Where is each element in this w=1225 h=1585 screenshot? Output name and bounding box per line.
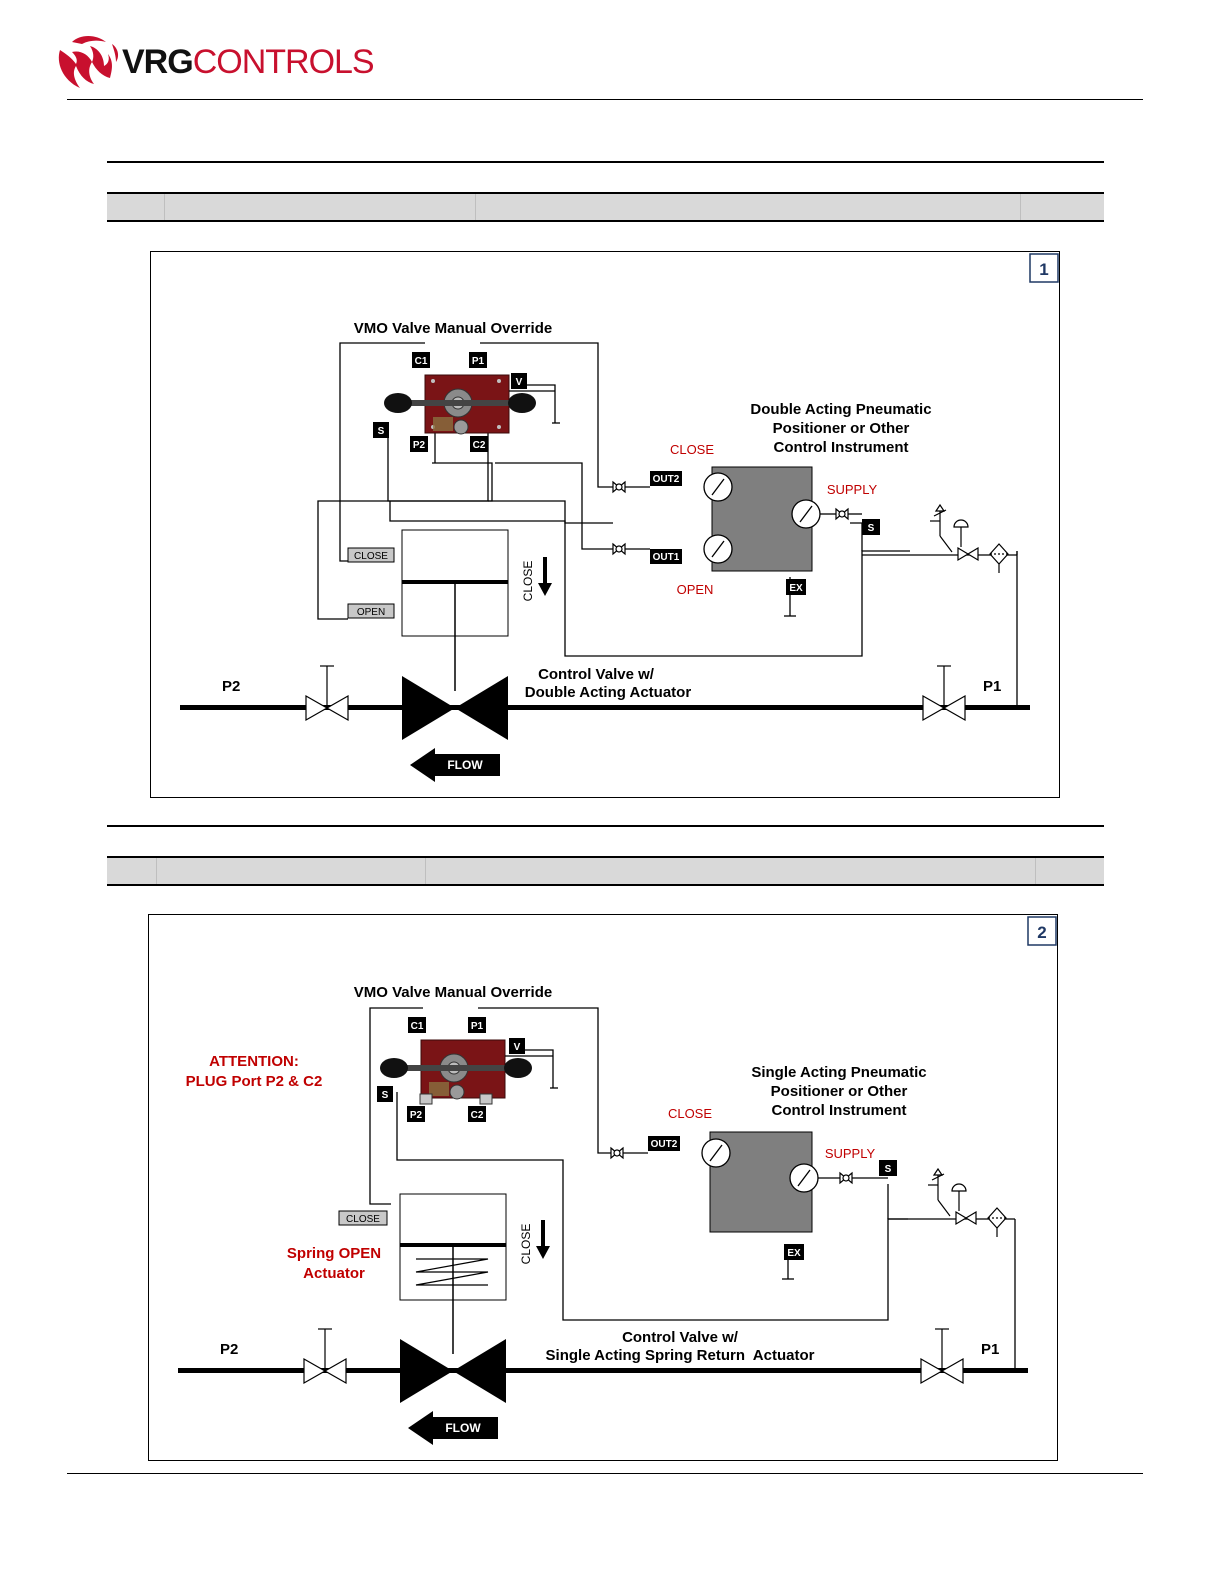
- diagram-2-close-arrow-icon: [536, 1220, 550, 1259]
- diagram-2-p1-label: P1: [981, 1341, 999, 1358]
- diagram-1-instrument-title-line1: Double Acting Pneumatic: [750, 401, 931, 418]
- diagram-1-out2-tag: OUT2: [653, 474, 680, 485]
- diagram-2-port-p1: P1: [471, 1021, 484, 1032]
- diagram-2-close-label: CLOSE: [668, 1106, 712, 1121]
- diagram-1-close-label: CLOSE: [670, 442, 714, 457]
- diagram-1-p1-label: P1: [983, 678, 1001, 695]
- diagram-1-open-label: OPEN: [677, 582, 714, 597]
- diagram-1-hand-valves-icon: [305, 665, 966, 722]
- diagram-1-port-v: V: [516, 377, 523, 388]
- diagram-1-double-acting: 1 VMO Valve Manual Override: [150, 251, 1060, 798]
- diagram-2-supply-label: SUPPLY: [825, 1146, 876, 1161]
- section2-header-bar: [107, 856, 1104, 886]
- diagram-2-number: 2: [1037, 923, 1046, 942]
- diagram-2-port-s: S: [382, 1090, 389, 1101]
- diagram-1-instrument-title-line3: Control Instrument: [774, 439, 909, 456]
- diagram-1-ex-tag: EX: [789, 583, 803, 594]
- diagram-2-port-p2: P2: [410, 1110, 423, 1121]
- diagram-1-supply-label: SUPPLY: [827, 482, 878, 497]
- diagram-1-valve-title-line1: Control Valve w/: [538, 666, 655, 683]
- diagram-1-flow-label: FLOW: [447, 758, 483, 772]
- diagram-1-s-tag: S: [868, 523, 875, 534]
- diagram-2-spring-icon: [415, 1258, 489, 1286]
- diagram-1-close-arrow-icon: [538, 557, 552, 596]
- diagram-1-valve-title-line2: Double Acting Actuator: [525, 684, 692, 701]
- diagram-1-p2-label: P2: [222, 678, 240, 695]
- diagram-2-port-v: V: [514, 1042, 521, 1053]
- diagram-1-flow-arrow-icon: FLOW: [410, 748, 500, 782]
- vmo-override-device-icon-2: [380, 1039, 532, 1105]
- diagram-1-port-c2: C2: [473, 440, 486, 451]
- section1-header-bar: [107, 192, 1104, 222]
- diagram-2-p2-label: P2: [220, 1341, 238, 1358]
- diagram-2-hand-valves-icon: [303, 1328, 964, 1385]
- diagram-1-port-s: S: [378, 426, 385, 437]
- diagram-2-flow-arrow-icon: FLOW: [408, 1411, 498, 1445]
- diagram-2-single-acting: 2 VMO Valve Manual Override ATTENTION: P…: [148, 914, 1058, 1461]
- diagram-2-valve-title-line2: Single Acting Spring Return Actuator: [546, 1347, 815, 1364]
- logo-text-light: CONTROLS: [192, 43, 375, 81]
- diagram-2-spring-line2: Actuator: [303, 1265, 365, 1282]
- diagram-2-actuator-close-tag: CLOSE: [346, 1214, 380, 1225]
- diagram-2-valve-title-line1: Control Valve w/: [622, 1329, 739, 1346]
- diagram-2-port-c1: C1: [411, 1021, 424, 1032]
- company-logo-text: VRGCONTROLS: [122, 43, 375, 82]
- diagram-2-out2-tag: OUT2: [651, 1139, 678, 1150]
- diagram-1-direction-label: CLOSE: [521, 561, 535, 602]
- diagram-1-out1-tag: OUT1: [653, 552, 680, 563]
- diagram-2-control-valve-icon: [400, 1339, 506, 1403]
- diagram-2-direction-label: CLOSE: [519, 1224, 533, 1265]
- diagram-2-isolation-valves-icon: [610, 1146, 853, 1185]
- diagram-2-spring-line1: Spring OPEN: [287, 1245, 381, 1262]
- diagram-2-instrument-title-line1: Single Acting Pneumatic: [751, 1064, 926, 1081]
- diagram-1-control-valve-icon: [402, 676, 508, 740]
- section2-top-rule: [107, 825, 1104, 827]
- diagram-1-isolation-valves-icon: [612, 480, 849, 556]
- diagram-2-ex-tag: EX: [787, 1248, 801, 1259]
- diagram-1-instrument-title-line2: Positioner or Other: [773, 420, 910, 437]
- diagram-1-port-p1: P1: [472, 356, 485, 367]
- diagram-1-actuator-open-tag: OPEN: [357, 607, 385, 618]
- diagram-2-instrument-title-line2: Positioner or Other: [771, 1083, 908, 1100]
- section1-top-rule: [107, 161, 1104, 163]
- header-rule: [67, 99, 1143, 100]
- diagram-2-attention-line1: ATTENTION:: [209, 1053, 299, 1070]
- diagram-2-vmo-title: VMO Valve Manual Override: [354, 984, 552, 1001]
- diagram-1-vmo-title: VMO Valve Manual Override: [354, 320, 552, 337]
- diagram-2-port-c2: C2: [471, 1110, 484, 1121]
- diagram-1-port-c1: C1: [415, 356, 428, 367]
- diagram-1-regulator-filter-icon: [862, 503, 1018, 573]
- diagram-2-attention-line2: PLUG Port P2 & C2: [186, 1073, 323, 1090]
- footer-rule: [67, 1473, 1143, 1474]
- diagram-2-s-tag: S: [885, 1164, 892, 1175]
- vrg-logo-phoenix-icon: [58, 36, 119, 88]
- diagram-2-regulator-filter-icon: [888, 1167, 1015, 1237]
- logo-text-bold: VRG: [122, 43, 194, 81]
- diagram-2-instrument-title-line3: Control Instrument: [772, 1102, 907, 1119]
- diagram-1-actuator-close-tag: CLOSE: [354, 551, 388, 562]
- vmo-override-device-icon: [384, 374, 536, 435]
- diagram-1-number: 1: [1039, 260, 1048, 279]
- diagram-2-flow-label: FLOW: [445, 1421, 481, 1435]
- diagram-1-port-p2: P2: [413, 440, 426, 451]
